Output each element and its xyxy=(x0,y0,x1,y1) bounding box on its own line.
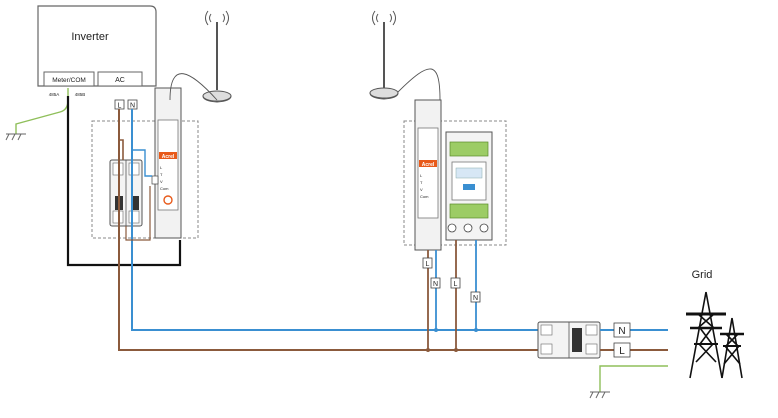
ac-port-label: AC xyxy=(115,77,125,84)
grid-terminal-n: N xyxy=(618,326,625,337)
left-meter-indicator-2: T xyxy=(160,172,163,177)
rs485-wire xyxy=(66,96,182,267)
right-meter-terminals: L N L N xyxy=(422,257,481,303)
grid-label: Grid xyxy=(692,269,713,281)
left-meter-brand: Acrel xyxy=(162,154,175,160)
right-meter-terminal-n: N xyxy=(433,281,438,288)
left-meter-indicator-3: V xyxy=(160,179,163,184)
neutral-wire xyxy=(131,109,540,331)
energy-meter-unit xyxy=(445,131,493,241)
antenna-icon xyxy=(169,10,232,103)
left-enclosure xyxy=(91,120,199,239)
inverter-terminals: L N xyxy=(114,99,138,110)
ct-terminal-n: N xyxy=(473,295,478,302)
inverter-terminal-l: L xyxy=(118,103,122,110)
breaker-icon xyxy=(109,159,143,227)
meter-icon: Acrel L T V Com xyxy=(151,87,182,239)
ct-terminal-l: L xyxy=(454,281,458,288)
meter-com-port-label: Meter/COM xyxy=(52,77,86,84)
ac-port xyxy=(97,71,143,87)
right-meter-brand: Acrel xyxy=(422,162,435,168)
right-meter-terminal-l: L xyxy=(426,261,430,268)
left-meter-indicator-4: Com xyxy=(160,186,169,191)
pin-485a-label: 485A xyxy=(49,92,60,97)
inverter: Inverter Meter/COM AC 485A 485B xyxy=(37,5,157,97)
antenna-icon xyxy=(369,10,441,101)
pylon-icon xyxy=(686,291,744,379)
grid-terminal-l: L xyxy=(619,346,625,357)
live-wire xyxy=(118,109,540,351)
right-meter-indicator-1: L xyxy=(420,173,423,178)
breaker-icon xyxy=(537,321,601,359)
left-meter-indicator-1: L xyxy=(160,165,163,170)
pin-485b-label: 485B xyxy=(75,92,86,97)
meter-com-port xyxy=(43,71,95,87)
meter-icon: Acrel L T V Com xyxy=(414,99,442,251)
ground-icon xyxy=(589,365,668,399)
inverter-terminal-n: N xyxy=(130,103,135,110)
right-enclosure xyxy=(403,120,507,246)
inverter-title: Inverter xyxy=(71,31,109,43)
right-meter-indicator-4: Com xyxy=(420,194,429,199)
right-meter-indicator-2: T xyxy=(420,180,423,185)
right-meter-indicator-3: V xyxy=(420,187,423,192)
